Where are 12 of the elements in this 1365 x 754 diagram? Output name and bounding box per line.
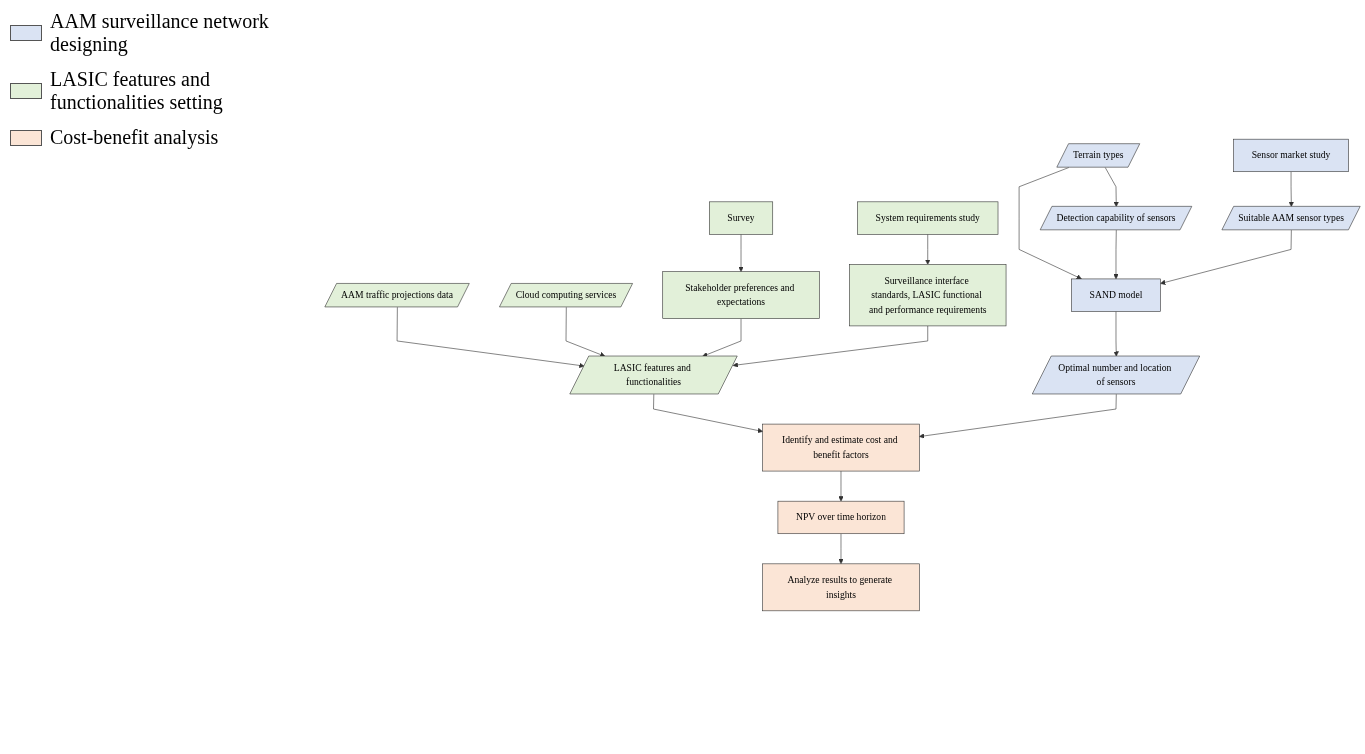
node-box: Sensor market study bbox=[1233, 138, 1349, 172]
node-box: Surveillance interface standards, LASIC functional and performance requirements bbox=[849, 264, 1007, 327]
node-box: System requirements study bbox=[857, 201, 999, 235]
node-box: Analyze results to generate insights bbox=[762, 563, 920, 612]
node-box: SAND model bbox=[1071, 278, 1161, 312]
legend-label: AAM surveillance network designing bbox=[50, 10, 270, 56]
legend-label: LASIC features and functionalities setting bbox=[50, 68, 224, 114]
node-box: NPV over time horizon bbox=[777, 500, 905, 534]
node-box: Survey bbox=[709, 201, 774, 235]
node-box: Stakeholder preferences and expectations bbox=[662, 271, 820, 319]
node-box: Identify and estimate cost and benefit factors bbox=[762, 423, 920, 472]
legend-label: Cost-benefit analysis bbox=[50, 126, 219, 149]
